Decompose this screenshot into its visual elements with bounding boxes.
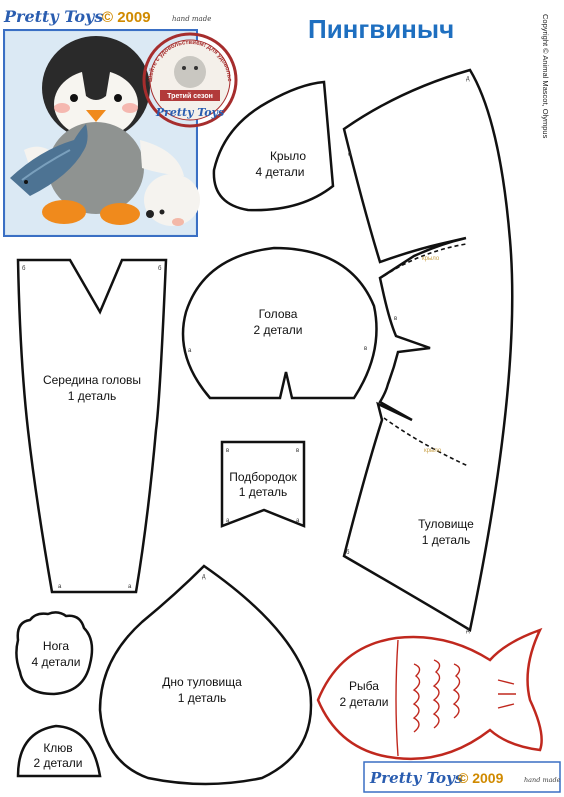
footer-logo: Pretty Toys © 2009 hand made (363, 761, 561, 793)
head-name: Голова (259, 307, 298, 321)
header-handmade: hand made (172, 15, 211, 23)
bottom-name: Дно туловища (162, 675, 242, 689)
footer-handmade: hand made (524, 776, 561, 784)
fish-scales-2 (432, 659, 441, 729)
wing-tag-bottom: крыло (424, 448, 442, 454)
fish-count: 2 детали (339, 695, 388, 709)
head-outline (181, 246, 378, 400)
mark-body-b-bottom: б (346, 550, 350, 556)
foot-count: 4 детали (31, 655, 80, 669)
head-center-count: 1 деталь (68, 389, 117, 403)
body-count: 1 деталь (422, 533, 471, 547)
mark-body-d-top: д (466, 76, 470, 82)
fish-outline (316, 627, 543, 761)
mark-hc-b-right: б (158, 266, 162, 272)
footer-frame (363, 761, 561, 793)
piece-body: крыло крыло Туловище 1 деталь б д в б д (342, 68, 514, 634)
foot-name: Нога (43, 639, 69, 653)
mark-chin-a-left: а (226, 518, 230, 524)
header-brand: Pretty Toys (3, 7, 103, 26)
seal-brand: Pretty Toys (155, 106, 224, 119)
piece-fish: Рыба 2 детали (316, 627, 543, 761)
head-count: 2 детали (253, 323, 302, 337)
mark-head-a: а (188, 348, 192, 354)
fish-toy (10, 124, 88, 196)
beak-outline (16, 724, 102, 778)
seal-banner: Третий сезон (167, 92, 213, 100)
mark-body-b-top: б (348, 152, 352, 158)
copyright-text: Copyright © Animal Mascot, Olympus (541, 14, 550, 139)
fish-scales-1 (412, 663, 421, 733)
mark-body-v: в (394, 316, 397, 322)
chin-name: Подбородок (229, 470, 297, 484)
mark-hc-a-left: а (58, 584, 62, 590)
wing-outline (212, 80, 335, 212)
header-logo: Pretty Toys © 2009 hand made (3, 7, 211, 26)
wing-count: 4 детали (255, 165, 304, 179)
mark-head-v: в (364, 346, 367, 352)
chin-outline (220, 440, 306, 528)
wing-name: Крыло (270, 149, 306, 163)
wing-tag-top: крыло (422, 256, 440, 262)
piece-beak: Клюв 2 детали (16, 724, 102, 778)
piece-head-center: Середина головы 1 деталь б б а а (16, 258, 168, 594)
footer-year: © 2009 (458, 770, 504, 786)
foot-outline (15, 611, 94, 696)
body-outline (342, 68, 514, 632)
body-wing-line-bottom (383, 417, 469, 467)
head-center-outline (16, 258, 168, 594)
page-title: Пингвиныч (308, 14, 454, 44)
bottom-count: 1 деталь (178, 691, 227, 705)
mark-chin-v-left: в (226, 448, 229, 454)
mark-chin-a-right: а (296, 518, 300, 524)
piece-chin: Подбородок 1 деталь в в а а (220, 440, 306, 528)
fish-scales-3 (452, 663, 461, 719)
bottom-outline (98, 564, 313, 786)
mark-hc-a-right: а (128, 584, 132, 590)
fish-tail-lines (497, 679, 516, 709)
beak-name: Клюв (43, 741, 72, 755)
header-year: © 2009 (102, 9, 151, 26)
piece-wing: Крыло 4 детали (212, 80, 335, 212)
fish-name: Рыба (349, 679, 379, 693)
mark-chin-v-right: в (296, 448, 299, 454)
footer-brand: Pretty Toys (369, 769, 464, 787)
head-center-name: Середина головы (43, 373, 141, 387)
mark-bottom-d: д (202, 574, 206, 580)
photo-box: Шьйте с удовольствием! Для удовольствия!… (0, 0, 238, 237)
chin-count: 1 деталь (239, 485, 288, 499)
body-wing-line-top (383, 243, 467, 277)
piece-head: Голова 2 детали а в (181, 246, 378, 400)
mark-body-d-bottom: д (466, 628, 470, 634)
piece-foot: Нога 4 детали (15, 611, 94, 696)
mark-hc-b-left: б (22, 266, 26, 272)
seal-toy (144, 174, 200, 226)
beak-count: 2 детали (33, 756, 82, 770)
fish-gill-line (395, 639, 399, 757)
piece-bottom: Дно туловища 1 деталь д (98, 564, 313, 786)
body-name: Туловище (418, 517, 474, 531)
